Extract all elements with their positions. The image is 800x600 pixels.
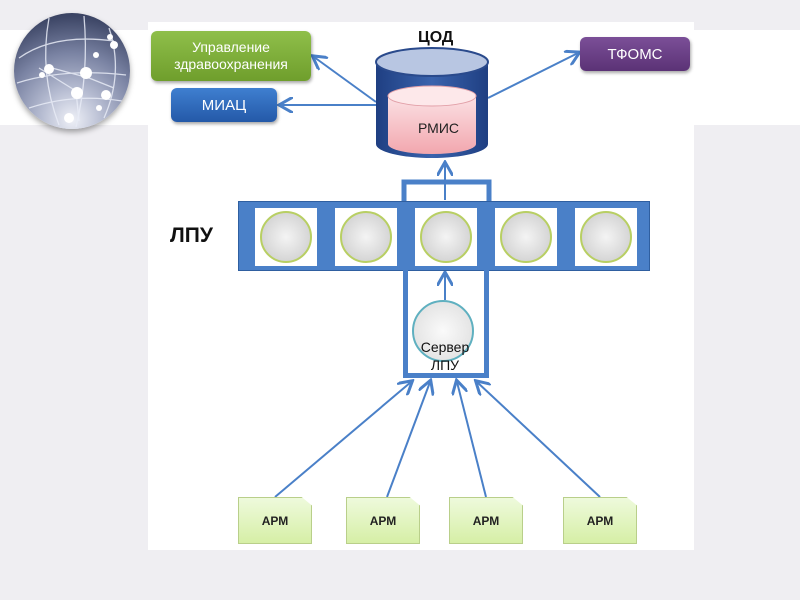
arrow-to-health-mgmt: [314, 57, 377, 103]
server-frame: [403, 270, 489, 378]
hospital-icon: [260, 211, 312, 263]
lpu-label: ЛПУ: [170, 224, 213, 247]
hospital-icon: [420, 211, 472, 263]
miac-box: МИАЦ: [171, 88, 277, 122]
tfoms-label: ТФОМС: [607, 45, 663, 63]
lpu-bracket: [401, 179, 492, 201]
hospital-icon: [340, 211, 392, 263]
arrow-arm4: [477, 382, 601, 498]
lpu-cell: [415, 208, 477, 266]
arrow-arm1: [274, 382, 411, 498]
rmis-label: РМИС: [418, 120, 460, 136]
hospital-icon: [580, 211, 632, 263]
workstation-arm-4: АРМ: [563, 497, 637, 544]
health-management-label: Управление здравоохранения: [174, 39, 288, 72]
lpu-cell: [255, 208, 317, 266]
lpu-bar: [238, 201, 650, 271]
server-icon: [412, 300, 474, 362]
arrow-to-tfoms: [487, 53, 578, 99]
hospital-icon: [500, 211, 552, 263]
miac-label: МИАЦ: [201, 96, 247, 114]
cod-database-icon: [375, 47, 489, 158]
arrow-arm2: [386, 382, 430, 498]
workstation-arm-1: АРМ: [238, 497, 312, 544]
server-label: Сервер ЛПУ: [420, 339, 470, 373]
tfoms-box: ТФОМС: [580, 37, 690, 71]
arrow-arm3: [457, 382, 487, 498]
arm-label: АРМ: [369, 513, 397, 528]
lpu-cell: [335, 208, 397, 266]
cod-title: ЦОД: [418, 29, 454, 46]
workstation-arm-2: АРМ: [346, 497, 420, 544]
arm-label: АРМ: [261, 513, 289, 528]
workstation-arm-3: АРМ: [449, 497, 523, 544]
lpu-cell: [575, 208, 637, 266]
network-globe-icon: [14, 13, 130, 129]
arm-label: АРМ: [472, 513, 500, 528]
lpu-cell: [495, 208, 557, 266]
arm-label: АРМ: [586, 513, 614, 528]
health-management-box: Управление здравоохранения: [151, 31, 311, 81]
